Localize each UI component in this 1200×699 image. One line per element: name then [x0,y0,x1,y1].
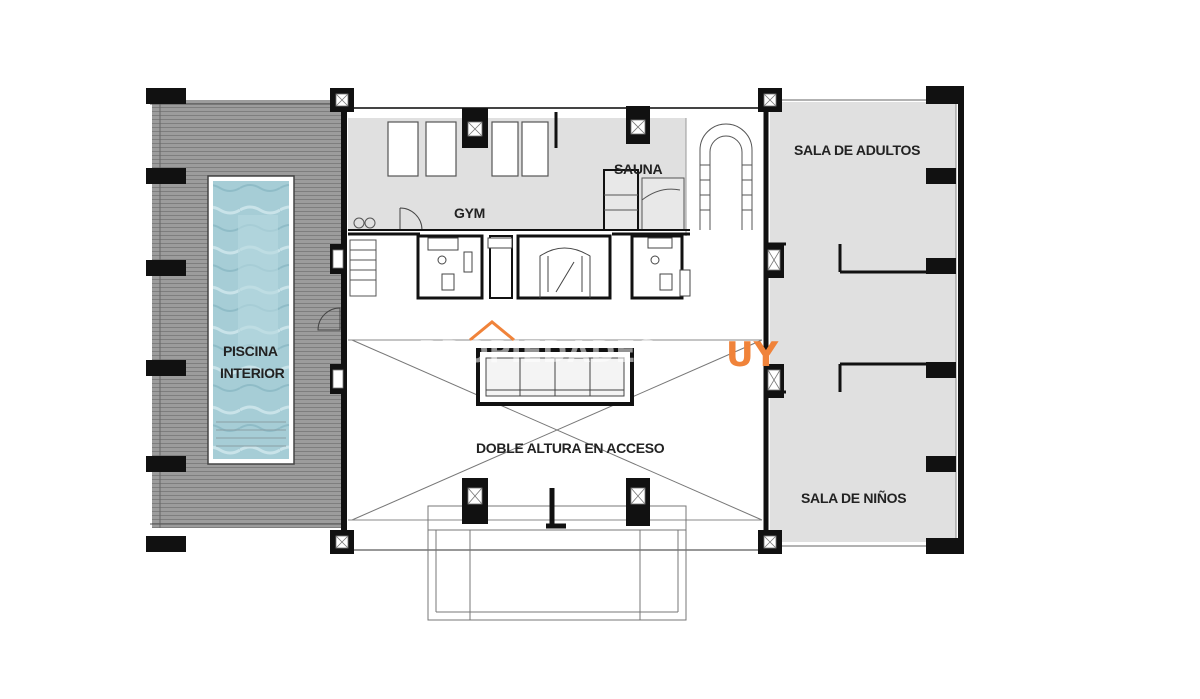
west-stairs [317,239,377,331]
bathrooms-core [416,234,691,300]
east-wing [770,99,957,547]
gym-equipment [387,112,558,177]
house-logo-icon [469,320,515,342]
elevator-bank [476,348,634,406]
spiral-staircase [685,118,753,236]
sauna-room [603,169,685,231]
label-sala-ninos: SALA DE NIÑOS [801,489,906,506]
double-height-void [348,339,763,521]
watermark-accent: UY [726,335,779,375]
column-boxes [330,88,784,554]
label-gym: GYM [454,205,485,221]
structural-columns [146,86,964,554]
indoor-pool [207,175,295,465]
watermark: PROPIEDADES UY [418,320,779,375]
label-doble-altura: DOBLE ALTURA EN ACCESO [476,440,665,456]
pool-steps [216,421,286,447]
label-piscina: PISCINA [223,343,278,359]
watermark-text: PROPIEDADES [418,335,657,370]
gym-door [399,207,423,231]
label-sauna: SAUNA [614,161,662,177]
entrance-canopy [427,505,687,621]
label-interior: INTERIOR [220,365,285,381]
label-sala-adultos: SALA DE ADULTOS [794,142,920,158]
gym-exercise-balls [353,217,376,229]
